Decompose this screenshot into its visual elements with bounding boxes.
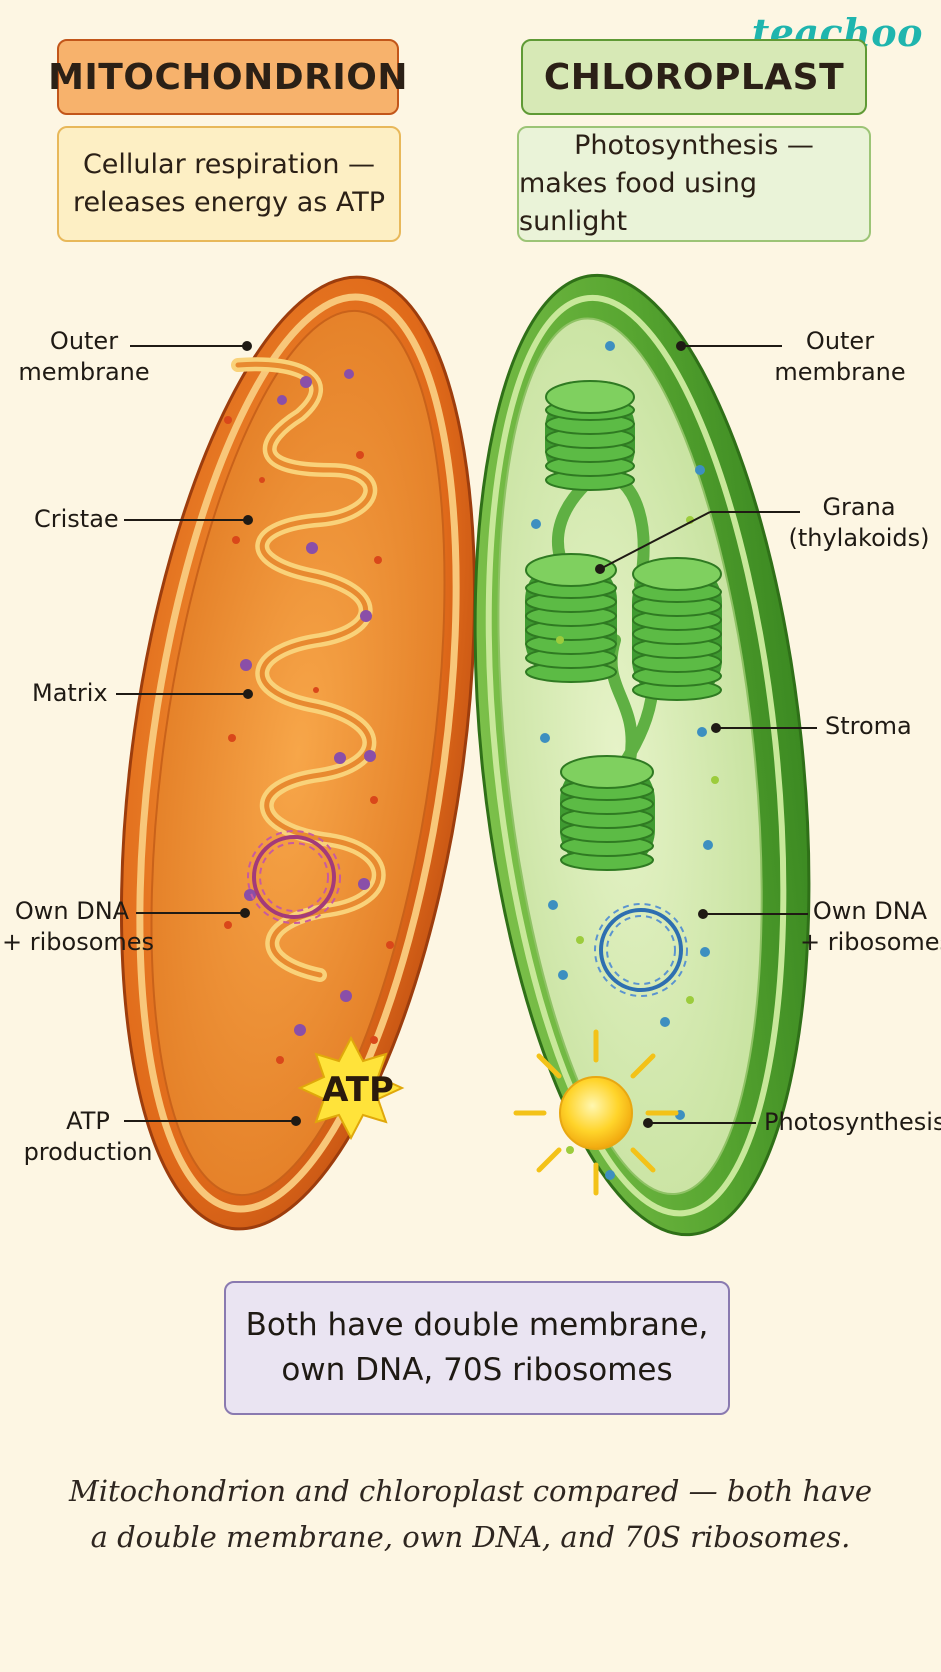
mito-granules	[224, 416, 394, 1064]
mito-inner-space	[150, 309, 446, 1197]
chloroplast-title-text: CHLOROPLAST	[543, 56, 845, 98]
mito-atp-l1: ATP	[66, 1107, 110, 1135]
mito-label-dna: Own DNA + ribosomes	[2, 896, 155, 958]
mito-subtitle-line1: Cellular respiration —	[82, 149, 376, 181]
chloro-subtitle-line2: makes food using sunlight	[519, 168, 757, 237]
mito-dna-l1: Own DNA	[14, 897, 130, 925]
granum-2	[525, 553, 617, 683]
chloro-membrane-highlight	[485, 294, 787, 1217]
mito-label-matrix: Matrix	[32, 679, 108, 707]
atp-badge-text: ATP	[322, 1070, 394, 1110]
chloro-label-grana: Grana (thylakoids)	[784, 492, 934, 554]
chloroplast-group	[473, 273, 811, 1237]
chloroplast-title: CHLOROPLAST	[521, 39, 867, 115]
granum-4	[560, 755, 655, 871]
caption-line1: Mitochondrion and chloroplast compared —…	[69, 1474, 872, 1508]
stroma-lamellae	[552, 464, 659, 776]
mitochondrion-group	[119, 275, 477, 1231]
mito-subtitle-line2: releases energy as ATP	[72, 187, 386, 218]
chloro-label-photosynthesis: Photosynthesis	[764, 1108, 941, 1136]
granum-1	[545, 380, 635, 491]
chloro-label-stroma: Stroma	[825, 712, 912, 740]
chloro-subtitle-line1: Photosynthesis —	[574, 130, 814, 162]
mito-cristae-core	[235, 361, 382, 978]
chloro-outer-l1: Outer	[805, 327, 875, 355]
mito-label-outer-membrane: Outer membrane	[14, 326, 154, 388]
chloro-dna-l2: + ribosomes	[800, 928, 941, 957]
summary-line2: own DNA, 70S ribosomes	[281, 1352, 673, 1388]
mito-dna-l2: + ribosomes	[2, 928, 155, 957]
chloro-dna-ring	[594, 903, 688, 997]
mitochondrion-subtitle: Cellular respiration — releases energy a…	[57, 126, 401, 242]
chloroplast-subtitle: Photosynthesis — makes food using sunlig…	[517, 126, 871, 242]
chloro-grana-l1: Grana	[822, 493, 896, 521]
figure-caption: Mitochondrion and chloroplast compared —…	[0, 1468, 941, 1561]
summary-line1: Both have double membrane,	[245, 1307, 709, 1344]
chloro-outer-l2: membrane	[774, 358, 906, 387]
chloro-stroma-dots	[531, 341, 713, 1180]
atp-starburst	[297, 1035, 405, 1141]
sun-icon	[513, 1029, 679, 1196]
mito-dna-ring	[247, 830, 341, 924]
chloro-dna-l1: Own DNA	[812, 897, 928, 925]
chloro-label-outer-membrane: Outer membrane	[770, 326, 910, 388]
granum-3	[632, 557, 722, 701]
mito-label-atp: ATP production	[18, 1106, 158, 1168]
chloro-stroma-granules	[556, 516, 719, 1154]
mito-outer-membrane-highlight	[136, 293, 460, 1213]
leader-lines	[116, 341, 817, 1128]
mitochondrion-title: MITOCHONDRION	[48, 39, 407, 115]
caption-line2: a double membrane, own DNA, and 70S ribo…	[90, 1520, 851, 1555]
mito-label-cristae: Cristae	[34, 505, 119, 533]
mito-ribosomes	[240, 369, 376, 1036]
mito-outer-l2: membrane	[18, 358, 150, 387]
mito-atp-l2: production	[23, 1138, 153, 1167]
mitochondrion-title-text: MITOCHONDRION	[48, 56, 408, 98]
summary-box: Both have double membrane, own DNA, 70S …	[224, 1281, 730, 1415]
chloro-grana-l2: (thylakoids)	[788, 524, 930, 553]
chloro-label-dna: Own DNA + ribosomes	[800, 896, 941, 958]
mito-outer-l1: Outer	[49, 327, 119, 355]
